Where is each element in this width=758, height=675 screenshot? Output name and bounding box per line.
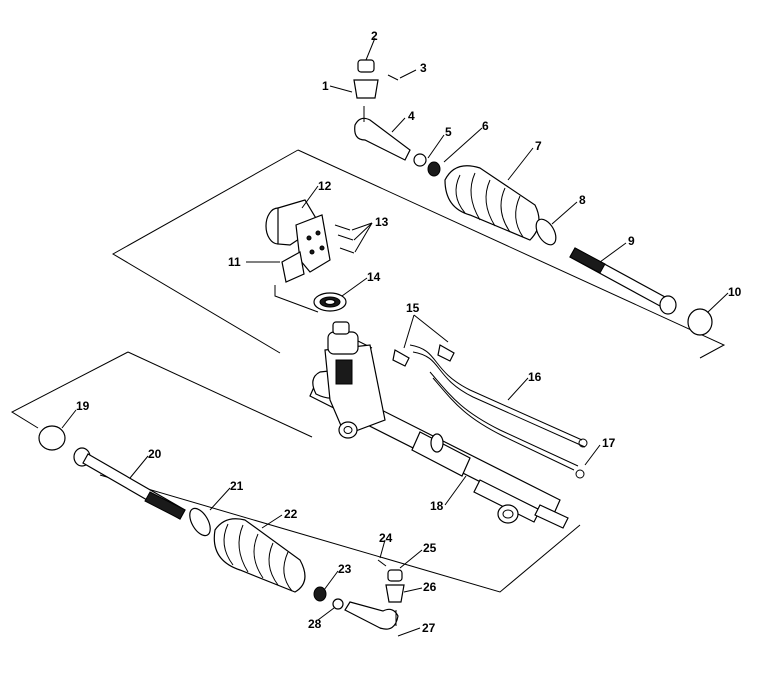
callout-26: 26: [423, 580, 437, 594]
callout-12: 12: [318, 179, 332, 193]
lower-boot: [189, 507, 306, 593]
upper-assembly-outline: [112, 149, 726, 359]
callout-labels: 1 2 3 4 5 6 7 8 9 10 11 12 13 14 15 16 1…: [76, 29, 742, 635]
callout-23: 23: [338, 562, 352, 576]
callout-22: 22: [284, 507, 298, 521]
callout-8: 8: [579, 193, 586, 207]
callout-5: 5: [445, 125, 452, 139]
callout-6: 6: [482, 119, 489, 133]
callout-28: 28: [308, 617, 322, 631]
callout-3: 3: [420, 61, 427, 75]
callout-27: 27: [422, 621, 436, 635]
pinion-seal: [313, 292, 347, 312]
callout-20: 20: [148, 447, 162, 461]
callout-17: 17: [602, 436, 616, 450]
callout-16: 16: [528, 370, 542, 384]
callout-13: 13: [375, 215, 389, 229]
transfer-lines: [392, 344, 588, 479]
callout-7: 7: [535, 139, 542, 153]
callout-25: 25: [423, 541, 437, 555]
callout-10: 10: [728, 285, 742, 299]
callout-9: 9: [628, 234, 635, 248]
callout-11: 11: [228, 255, 241, 269]
pinion-valve-housing: [265, 199, 355, 283]
callout-2: 2: [371, 29, 378, 43]
upper-inner-tie-rod: [569, 247, 713, 336]
callout-1: 1: [322, 79, 329, 93]
callout-15: 15: [406, 301, 420, 315]
upper-boot: [444, 165, 557, 246]
upper-tie-rod-end-group: [353, 59, 441, 177]
callout-21: 21: [230, 479, 244, 493]
leader-lines: [61, 37, 729, 637]
rack-housing: [309, 321, 569, 529]
callout-4: 4: [408, 109, 415, 123]
lower-inner-tie-rod: [38, 425, 186, 520]
lower-assembly-outline: [10, 351, 581, 593]
callout-24: 24: [379, 531, 393, 545]
lower-tie-rod-end-group: [313, 559, 405, 630]
callout-14: 14: [367, 270, 381, 284]
callout-18: 18: [430, 499, 444, 513]
callout-19: 19: [76, 399, 90, 413]
